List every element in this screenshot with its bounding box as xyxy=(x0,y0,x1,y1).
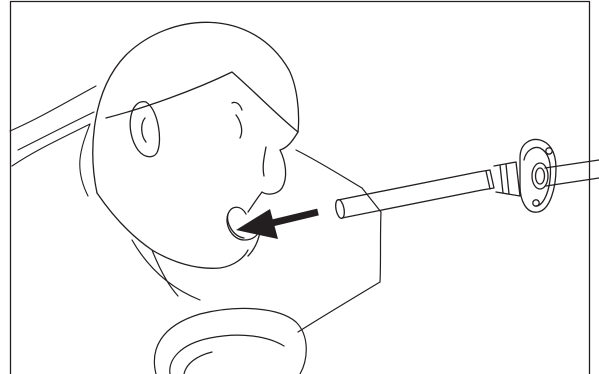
face-profile xyxy=(280,132,298,150)
chin-rest xyxy=(154,308,306,374)
eye xyxy=(236,115,242,138)
hairline xyxy=(106,72,298,132)
pipe-nozzle-icon xyxy=(334,170,494,219)
arrow-left-icon xyxy=(236,209,318,239)
hair xyxy=(93,22,299,193)
jaw xyxy=(97,193,248,268)
background-lines xyxy=(10,86,96,196)
bolt-hole xyxy=(546,148,552,154)
body-lines xyxy=(132,150,381,374)
nose xyxy=(262,150,286,194)
pipe-bottom-edge xyxy=(342,190,482,218)
bolt-hole xyxy=(533,200,539,206)
flange-fitting-icon xyxy=(494,140,599,213)
eyebrow xyxy=(232,102,242,110)
